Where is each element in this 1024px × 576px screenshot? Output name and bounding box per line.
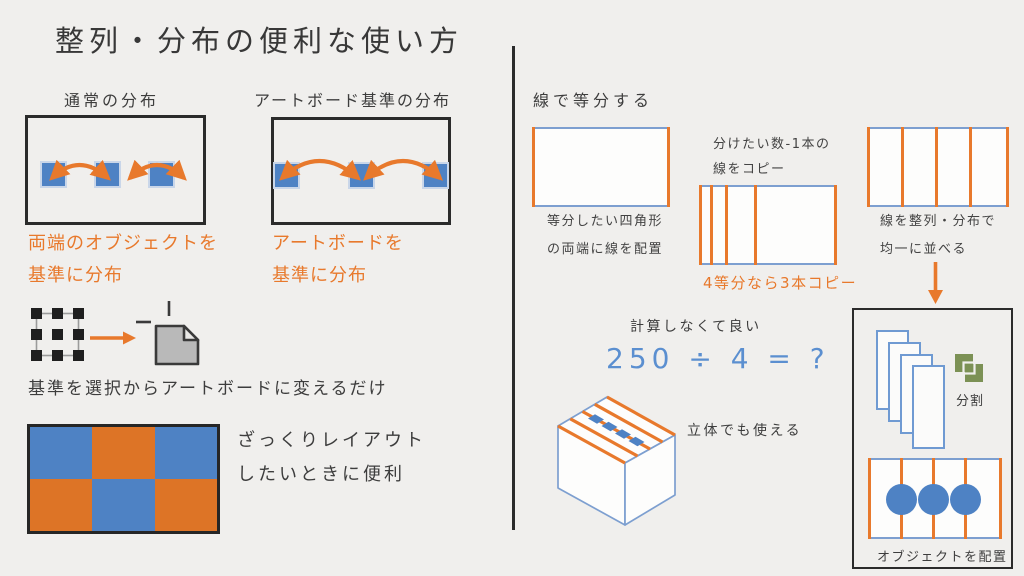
step3-caption-line2: 均一に並べる: [880, 242, 968, 257]
step2-note: 分けたい数-1本の 線をコピー: [713, 132, 830, 182]
copied-line: [710, 185, 713, 265]
step1-rect: [532, 127, 670, 207]
place-label: オブジェクトを配置: [877, 550, 1008, 565]
edge-line: [532, 127, 535, 207]
layout-cell-orange: [30, 479, 93, 531]
artboard-caption: アートボードを 基準に分布: [272, 228, 404, 292]
normal-distribution-diagram: [25, 115, 206, 225]
placed-objects-rect: [868, 458, 1002, 539]
selection-handles-icon: [31, 308, 84, 361]
artboard-caption-line1: アートボードを: [272, 233, 404, 254]
step2-rect: [699, 185, 837, 265]
isometric-box-diagram: [557, 395, 676, 526]
edge-line: [868, 458, 871, 539]
artboard-distribution-label: アートボード基準の分布: [254, 91, 452, 110]
step3-caption-line1: 線を整列・分布で: [880, 214, 997, 229]
no-calc-note: 計算しなくて良い: [630, 319, 762, 335]
normal-distribution-label: 通常の分布: [64, 91, 160, 110]
section-divider: [512, 46, 515, 530]
distributed-line: [901, 127, 904, 207]
distributed-line: [935, 127, 938, 207]
down-arrow-icon: [928, 262, 943, 304]
distributed-line: [969, 127, 972, 207]
how-to-caption: 基準を選択からアートボードに変えるだけ: [28, 379, 388, 399]
artboard-page-icon: [136, 301, 200, 366]
artboard-distribution-diagram: [271, 117, 451, 225]
placed-object-circle: [918, 484, 949, 515]
placed-object-circle: [950, 484, 981, 515]
layout-cell-blue: [30, 427, 93, 479]
edge-line: [1006, 127, 1009, 207]
edge-line: [667, 127, 670, 207]
formula-text: 250 ÷ 4 = ?: [606, 342, 830, 375]
edge-line: [699, 185, 702, 265]
step1-caption-line1: 等分したい四角形: [547, 214, 664, 229]
result-panel: 分割 オブジェクトを配置: [852, 308, 1013, 569]
step3-caption: 線を整列・分布で 均一に並べる: [880, 208, 996, 264]
layout-tip-line2: したいときに便利: [237, 464, 405, 485]
artboard-caption-line2: 基準に分布: [272, 265, 367, 286]
copied-line: [754, 185, 757, 265]
divided-strip: [912, 365, 945, 449]
copied-line: [725, 185, 728, 265]
step3-rect: [867, 127, 1009, 207]
step2-note-line1: 分けたい数-1本の: [713, 137, 831, 152]
layout-cell-blue: [154, 427, 217, 479]
layout-cell-blue: [92, 479, 155, 531]
page-title: 整列・分布の便利な使い方: [55, 24, 464, 58]
distributed-object-diamonds: [588, 414, 645, 447]
step1-caption-line2: の両端に線を配置: [547, 242, 664, 257]
solid-note: 立体でも使える: [687, 423, 803, 439]
equal-divide-heading: 線で等分する: [533, 91, 654, 110]
normal-caption-line2: 基準に分布: [28, 265, 123, 286]
edge-line: [999, 458, 1002, 539]
layout-tip: ざっくりレイアウト したいときに便利: [237, 424, 426, 492]
step2-note-line2: 線をコピー: [713, 162, 786, 177]
checkerboard-layout: [27, 424, 220, 534]
layout-tip-line1: ざっくりレイアウト: [237, 430, 426, 451]
normal-caption: 両端のオブジェクトを 基準に分布: [28, 228, 218, 292]
right-arrow-icon: [90, 331, 136, 345]
step1-caption: 等分したい四角形 の両端に線を配置: [547, 208, 663, 264]
normal-caption-line1: 両端のオブジェクトを: [28, 233, 218, 254]
edge-line: [867, 127, 870, 207]
distribution-arrows: [279, 159, 443, 181]
step2-caption: 4等分なら3本コピー: [703, 274, 858, 292]
layout-cell-orange: [92, 427, 155, 479]
distribution-arrows: [49, 159, 187, 181]
placed-object-circle: [886, 484, 917, 515]
pathfinder-divide-icon: [955, 354, 983, 382]
layout-cell-orange: [154, 479, 217, 531]
divide-label: 分割: [956, 394, 985, 409]
edge-line: [834, 185, 837, 265]
